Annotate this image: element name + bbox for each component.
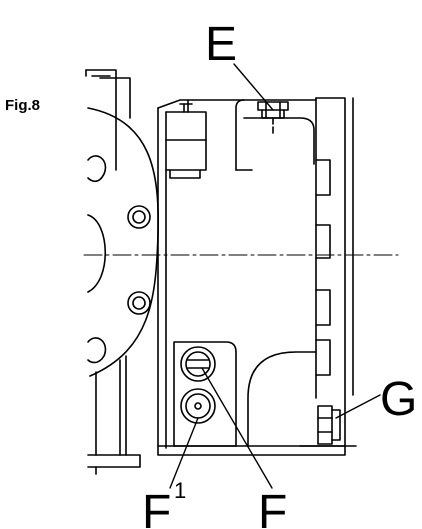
callout-f1-superscript: 1: [174, 478, 186, 503]
leader-lines: [169, 63, 381, 489]
screw-e: [257, 101, 289, 136]
port-f: [180, 346, 216, 382]
screw-g: [299, 405, 357, 447]
top-left-boss: [165, 99, 207, 179]
figure-label: Fig.8: [5, 97, 41, 114]
callout-f1: F: [142, 486, 171, 529]
port-f1: [180, 388, 216, 424]
left-flange-assembly: [85, 69, 160, 475]
callout-e: E: [205, 18, 237, 71]
callout-g: G: [380, 373, 417, 426]
callout-f: F: [258, 486, 287, 529]
